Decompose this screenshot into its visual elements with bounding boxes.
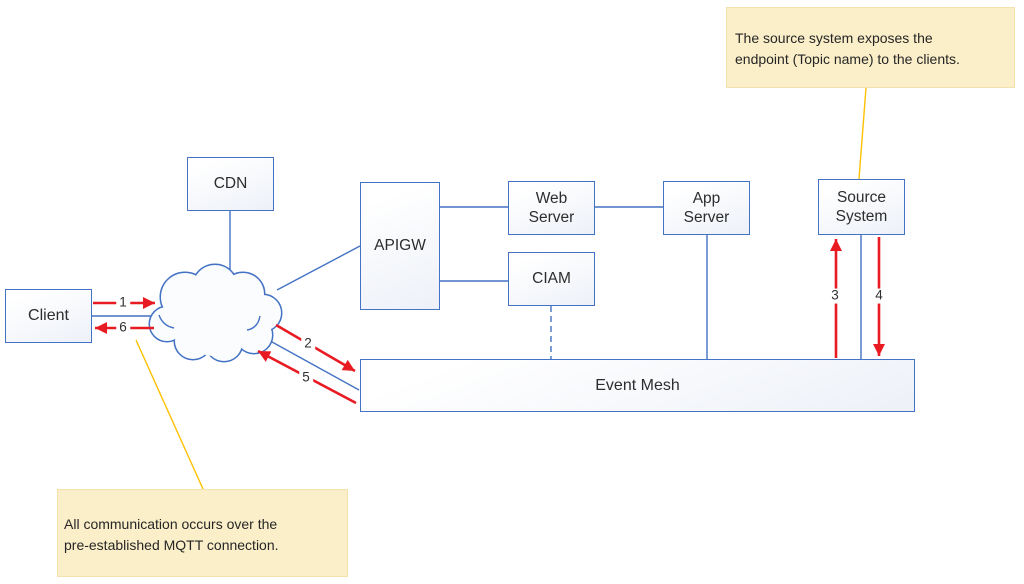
step-label-5: 5 [299,370,313,386]
arrow-2-cloud-to-eventmesh [275,323,356,373]
node-web-server: Web Server [508,181,595,235]
node-apigw: APIGW [360,182,440,310]
cloud-curl-right [246,315,261,331]
note-connector-mqtt [135,339,204,490]
step-label-3: 3 [828,288,842,304]
step-label-1: 1 [116,295,130,311]
cloud-curl-left [158,314,175,329]
connector-cloud-apigw [276,245,361,291]
step-label-4: 4 [872,288,886,304]
node-source-system: Source System [818,179,905,235]
node-cdn: CDN [187,157,274,211]
node-client: Client [5,289,92,343]
connector-cloud-eventmesh [262,336,360,391]
step-label-2: 2 [301,336,315,352]
note-source-system-endpoint: The source system exposes the endpoint (… [726,7,1015,88]
node-app-server: App Server [663,181,750,235]
node-event-mesh: Event Mesh [360,359,915,412]
note-connector-source [858,87,867,180]
node-ciam: CIAM [508,252,595,306]
step-label-6: 6 [116,320,130,336]
note-mqtt-connection: All communication occurs over the pre-es… [57,489,348,577]
internet-cloud-shape [148,263,283,363]
